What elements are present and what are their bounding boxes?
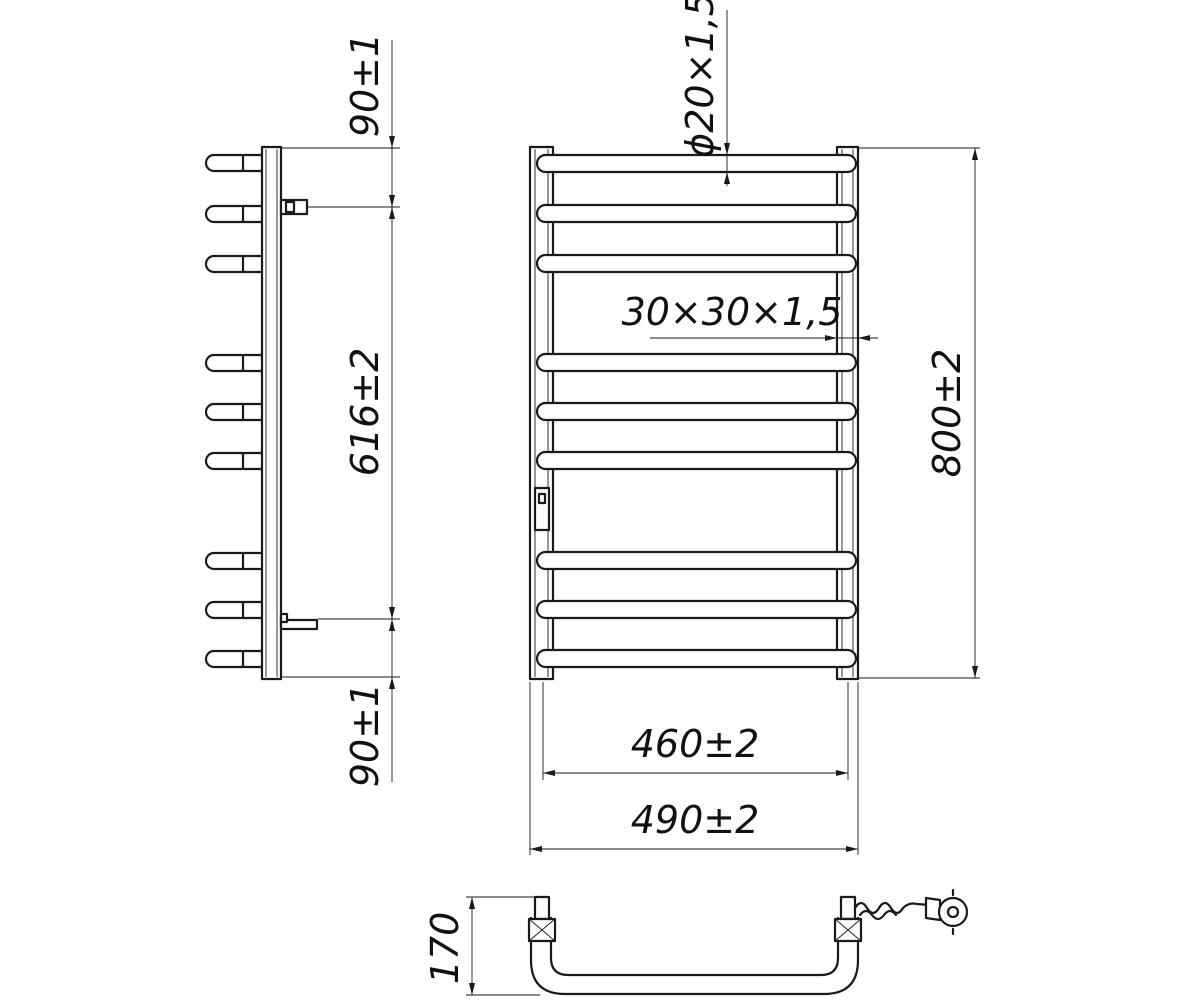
rung (535, 599, 858, 620)
dim-bottom-offset: 90±1 (343, 683, 387, 787)
power-plug (924, 888, 969, 936)
dim-tube-diameter: ϕ20×1,5 (678, 0, 722, 158)
rung (535, 450, 858, 471)
side-bottom-fitting (279, 612, 319, 631)
side-top-fitting (279, 198, 309, 216)
front-view: ϕ20×1,5 30×30×1,5 800±2 460±2 490±2 (528, 0, 980, 855)
rung (535, 352, 858, 373)
rung (535, 648, 858, 669)
electric-cable (853, 901, 932, 921)
dim-width-outer: 490±2 (631, 798, 760, 842)
front-rungs (535, 153, 858, 669)
rung (535, 550, 858, 571)
side-view: 90±1 616±2 90±1 (204, 33, 400, 787)
u-tube-inner (549, 916, 840, 977)
dim-middle-span: 616±2 (343, 348, 387, 477)
side-upright-profile (260, 145, 283, 681)
u-tube-outer (529, 916, 860, 996)
dim-profile-section: 30×30×1,5 (622, 290, 843, 334)
dim-width-inner: 460±2 (631, 722, 760, 766)
dim-depth: 170 (423, 912, 467, 985)
side-rung-stubs (204, 153, 264, 669)
rung (535, 153, 858, 174)
top-view: 170 (423, 888, 969, 996)
thermostat-switch (533, 486, 551, 532)
right-mount-fitting (833, 895, 863, 943)
dim-top-offset: 90±1 (343, 33, 387, 137)
left-mount-fitting (527, 895, 557, 943)
rung (535, 253, 858, 274)
rung (535, 203, 858, 224)
dim-height-total: 800±2 (925, 349, 969, 478)
rung (535, 401, 858, 422)
